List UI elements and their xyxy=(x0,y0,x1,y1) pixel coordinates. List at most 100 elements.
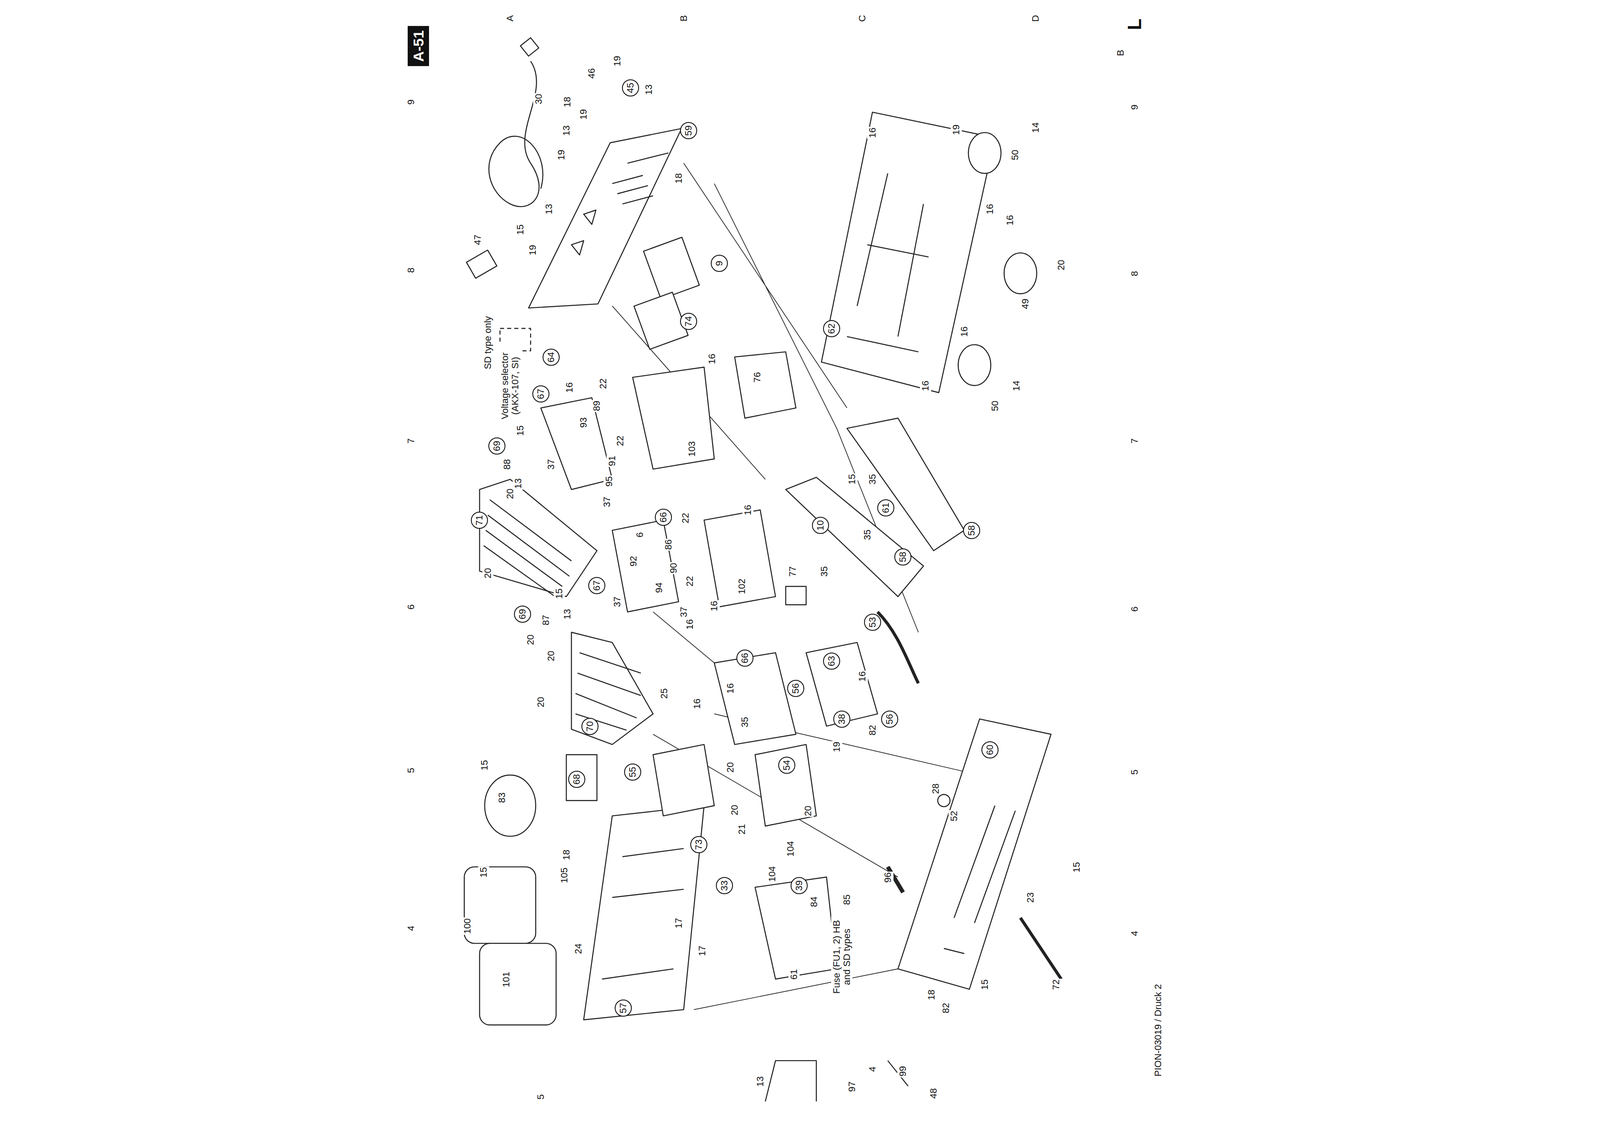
callout-circled: 59 xyxy=(680,122,698,140)
callout-number: 20 xyxy=(535,695,547,708)
callout-number: 82 xyxy=(867,724,879,737)
plate-slots xyxy=(846,173,929,352)
callout-number: 52 xyxy=(948,810,960,823)
callout-number: 4 xyxy=(867,1065,879,1073)
callout-number: 19 xyxy=(527,243,539,256)
foot xyxy=(1004,253,1037,295)
callout-number: 35 xyxy=(739,716,751,729)
callout-number: 23 xyxy=(1024,891,1037,904)
callout-number: 19 xyxy=(950,123,962,136)
callout-circled: 58 xyxy=(894,548,912,566)
callout-circled: 54 xyxy=(778,756,796,774)
callout-number: 13 xyxy=(754,1075,766,1088)
foot xyxy=(968,132,1001,174)
callout-number: 20 xyxy=(504,487,516,500)
callout-number: 46 xyxy=(586,67,598,80)
callout-number: 15 xyxy=(478,759,491,771)
callout-number: 99 xyxy=(897,1065,909,1078)
callout-number: 103 xyxy=(686,440,698,458)
heatsink xyxy=(479,479,597,597)
callout-number: 16 xyxy=(984,203,996,216)
callout-number: 22 xyxy=(684,575,696,588)
callout-circled: 64 xyxy=(542,348,560,366)
callout-number: 20 xyxy=(525,633,537,646)
callout-number: 16 xyxy=(919,379,932,392)
callout-number: 13 xyxy=(560,124,573,137)
callout-circled: 66 xyxy=(736,649,754,667)
bracket xyxy=(714,652,796,745)
main-chassis xyxy=(583,805,704,1021)
callout-number: 94 xyxy=(653,581,665,594)
panel-holes xyxy=(571,152,669,255)
callout-number: 16 xyxy=(1004,214,1016,227)
shaft xyxy=(1020,918,1062,980)
callout-number: 47 xyxy=(472,233,484,246)
callout-number: 13 xyxy=(561,608,573,621)
callout-circled: 71 xyxy=(470,511,488,529)
partial-figure xyxy=(765,1060,909,1102)
callout-number: 21 xyxy=(736,823,748,836)
callout-number: 84 xyxy=(808,896,820,909)
callout-number: 16 xyxy=(856,670,868,683)
callout-number: 48 xyxy=(928,1087,940,1100)
callout-circled: 74 xyxy=(680,312,698,330)
callout-number: 16 xyxy=(684,618,696,631)
callout-number: 93 xyxy=(578,416,590,429)
callout-circled: 10 xyxy=(811,516,830,535)
callout-number: 87 xyxy=(540,614,552,627)
callout-number: 18 xyxy=(673,172,685,185)
callout-number: 6 xyxy=(634,531,646,538)
callout-number: 16 xyxy=(706,353,718,365)
callout-circled: 66 xyxy=(654,508,672,526)
heatsink-fins xyxy=(483,499,572,597)
callout-circled: 39 xyxy=(790,877,808,895)
grid-number: 9 xyxy=(405,98,417,106)
switch xyxy=(785,586,807,605)
callout-number: 37 xyxy=(601,496,613,509)
callout-number: 91 xyxy=(606,455,618,468)
callout-number: 15 xyxy=(846,473,858,486)
callout-circled: 70 xyxy=(581,718,599,736)
callout-circled: 45 xyxy=(621,79,640,97)
callout-circled: 61 xyxy=(877,499,895,517)
grid-number: 5 xyxy=(405,767,417,774)
grid-number: 4 xyxy=(1129,930,1141,938)
grid-number: 6 xyxy=(1129,605,1141,613)
callout-number: 18 xyxy=(925,988,938,1001)
callout-number: 105 xyxy=(558,867,570,885)
note-text: Fuse (FU1, 2) HB and SD types xyxy=(831,915,853,999)
callout-circled: 62 xyxy=(823,320,841,338)
grid-number: 9 xyxy=(1129,103,1141,111)
capacitor xyxy=(484,775,536,837)
callout-number: 86 xyxy=(662,538,675,551)
grid-letter: B xyxy=(1115,49,1127,58)
callout-number: 16 xyxy=(691,697,703,710)
transformer xyxy=(479,943,556,1025)
callout-number: 19 xyxy=(611,55,623,68)
foot xyxy=(957,344,991,386)
callout-circled: 73 xyxy=(690,836,708,854)
callout-number: 37 xyxy=(678,606,690,619)
callout-circled: 57 xyxy=(614,999,632,1017)
callout-number: 14 xyxy=(1010,379,1022,392)
callout-number: 104 xyxy=(766,865,778,884)
document-code: PION-03019 / Druck 2 xyxy=(1152,983,1164,1078)
callout-number: 20 xyxy=(802,805,814,818)
callout-circled: 68 xyxy=(568,770,586,789)
callout-number: 22 xyxy=(680,512,692,525)
callout-number: 28 xyxy=(930,782,942,795)
callout-number: 90 xyxy=(668,562,680,575)
callout-number: 14 xyxy=(1030,121,1042,134)
terminal-block xyxy=(643,237,700,300)
callout-number: 13 xyxy=(543,203,555,216)
callout-number: 77 xyxy=(787,565,799,578)
callout-number: 17 xyxy=(673,917,685,930)
callout-number: 20 xyxy=(1055,259,1067,272)
callout-circled: 9 xyxy=(710,254,728,272)
callout-circled: 67 xyxy=(588,577,606,595)
grid-letter: A xyxy=(504,14,516,23)
callout-circled: 38 xyxy=(833,710,851,728)
cable xyxy=(877,612,919,684)
